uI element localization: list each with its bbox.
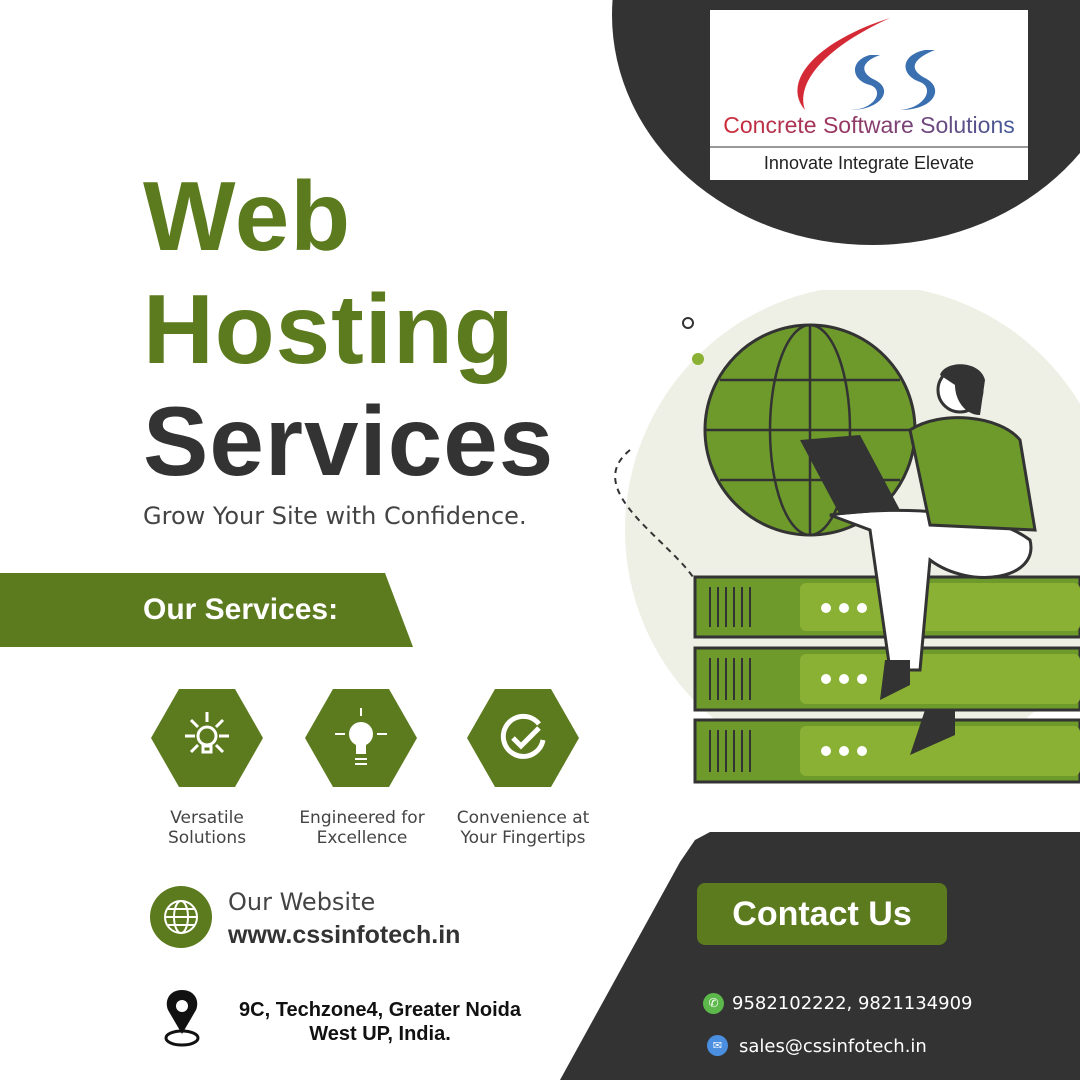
- services-heading: Our Services:: [143, 593, 339, 626]
- engineer-bulb-icon: [335, 708, 387, 765]
- service-hex-3: [467, 689, 579, 787]
- email-address[interactable]: sales@cssinfotech.in: [739, 1036, 927, 1057]
- service-hex-1: [151, 689, 263, 787]
- company-tagline: Innovate Integrate Elevate: [763, 153, 975, 173]
- website-url[interactable]: www.cssinfotech.in: [228, 921, 461, 949]
- location-pin-icon: [164, 990, 200, 1047]
- phone-numbers: 9582102222, 9821134909: [732, 993, 973, 1014]
- lightbulb-arrows-icon: [185, 712, 229, 754]
- website-label: Our Website: [228, 888, 376, 916]
- services-heading-bar: Our Services:: [0, 573, 413, 647]
- hero-title-web: Web: [143, 161, 352, 271]
- globe-icon: [164, 900, 198, 934]
- person-with-laptop: [800, 364, 1037, 755]
- hero-subtitle: Grow Your Site with Confidence.: [143, 502, 527, 530]
- email-icon: ✉: [707, 1035, 728, 1056]
- hero-title-hosting: Hosting: [143, 274, 515, 384]
- company-name: Concrete Software Solutions: [710, 112, 1028, 139]
- hero-title-services: Services: [143, 386, 555, 496]
- logo-divider: [710, 146, 1028, 148]
- service-hex-2: [305, 689, 417, 787]
- check-cycle-icon: [500, 713, 546, 759]
- hosting-illustration: [614, 290, 1080, 784]
- contact-us-button[interactable]: Contact Us: [697, 883, 947, 945]
- website-globe-badge: [150, 886, 212, 948]
- css-logo-mark-icon: [797, 18, 936, 110]
- company-logo: Concrete Software Solutions Innovate Int…: [710, 10, 1028, 180]
- phone-icon: ✆: [703, 993, 724, 1014]
